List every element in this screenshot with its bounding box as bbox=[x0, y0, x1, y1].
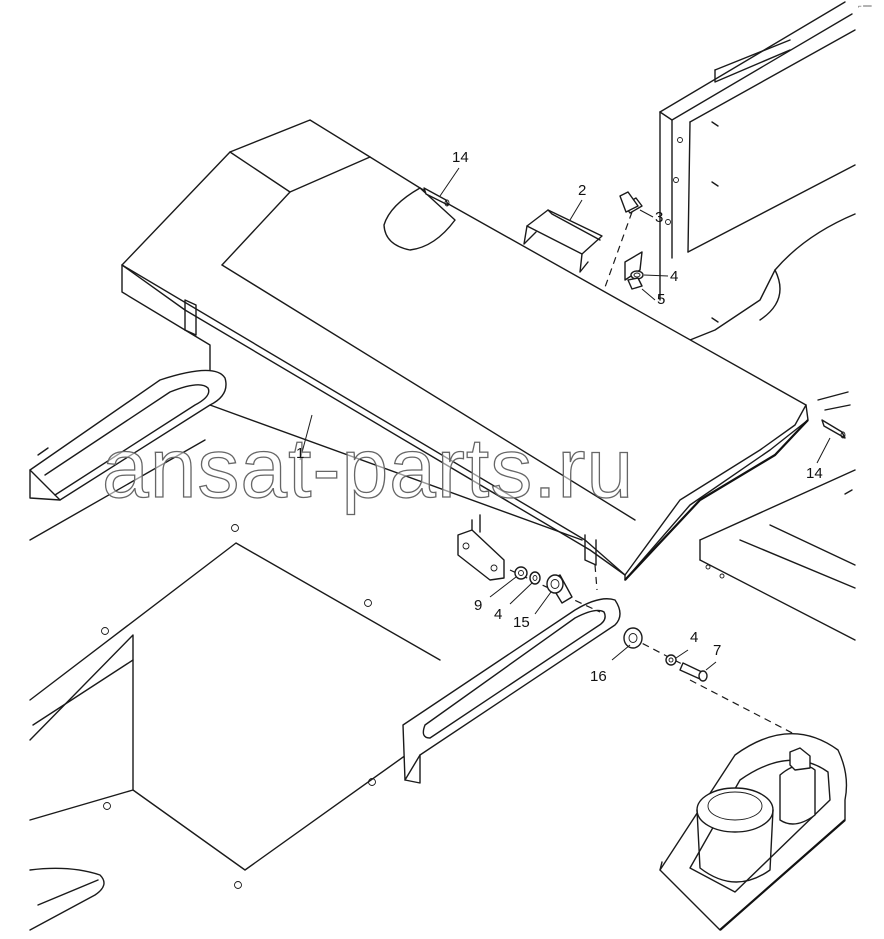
callout-3: 3 bbox=[655, 209, 663, 226]
callout-14-right: 14 bbox=[806, 465, 823, 482]
hardware-stack-16-4-7 bbox=[611, 627, 801, 738]
bracket-part-2 bbox=[523, 209, 603, 273]
watermark: ansat-parts.ru bbox=[102, 421, 634, 515]
callout-9: 9 bbox=[474, 597, 482, 614]
mounting-plate bbox=[457, 514, 505, 581]
left-frame-rail bbox=[29, 369, 227, 501]
caster-housing bbox=[659, 732, 848, 931]
adjustment-arm bbox=[402, 598, 621, 784]
callout-7: 7 bbox=[713, 642, 721, 659]
upright-frame bbox=[659, 1, 856, 341]
callout-4-right: 4 bbox=[690, 629, 698, 646]
pin-part-14-right bbox=[817, 391, 851, 439]
callout-2: 2 bbox=[578, 182, 586, 199]
callout-15: 15 bbox=[513, 614, 530, 631]
pin-part-14-upper bbox=[423, 187, 450, 207]
callout-4-upper: 4 bbox=[670, 268, 678, 285]
bolt-part-3 bbox=[603, 191, 643, 291]
hood-cover-part-1 bbox=[121, 119, 809, 581]
callout-labels: 14 2 3 4 5 1 14 9 4 15 4 7 16 bbox=[296, 149, 831, 685]
corner-mark: ⌐ ══ bbox=[858, 4, 872, 10]
callout-5: 5 bbox=[657, 291, 665, 308]
right-rails bbox=[699, 469, 856, 641]
washer-nut-upper bbox=[627, 270, 644, 290]
hardware-stack-9-4-15 bbox=[489, 564, 601, 615]
callout-14-upper: 14 bbox=[452, 149, 469, 166]
callout-16: 16 bbox=[590, 668, 607, 685]
callout-1: 1 bbox=[296, 445, 304, 462]
callout-4-mid: 4 bbox=[494, 606, 502, 623]
base-plate bbox=[29, 439, 441, 931]
